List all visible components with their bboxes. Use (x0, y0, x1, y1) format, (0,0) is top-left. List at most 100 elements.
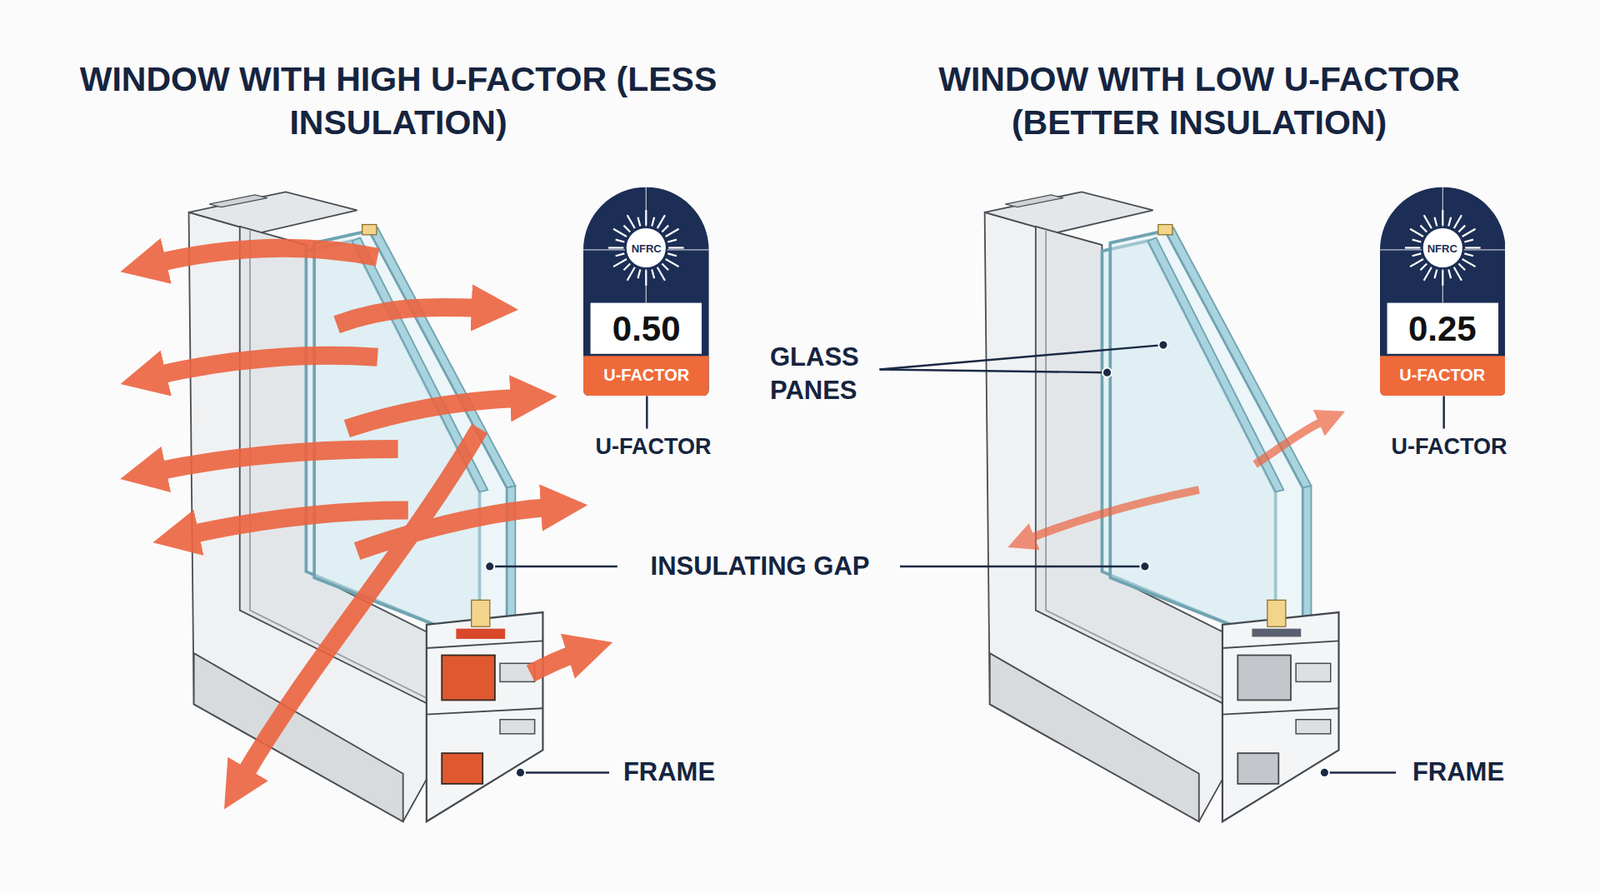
heat-arrow (155, 449, 398, 472)
heat-bridge (455, 629, 505, 640)
callout-label: FRAME (1375, 755, 1542, 790)
leader-dot (485, 561, 495, 571)
heat-arrow (155, 355, 378, 376)
badge-caption: U-FACTOR (1380, 366, 1506, 384)
sun-ray (1464, 240, 1474, 243)
heat-arrow (242, 429, 480, 779)
sun-ray (1458, 225, 1465, 233)
heat-loss-arrows (155, 247, 578, 778)
callout-label: FRAME (585, 755, 753, 790)
sun-ray (1434, 217, 1437, 227)
sun-ray (668, 254, 678, 257)
caption-band (583, 355, 710, 396)
sun-ray (624, 264, 631, 271)
sun-ray (1441, 210, 1444, 225)
heat-arrow (1028, 490, 1199, 540)
sun-ray (1423, 267, 1431, 281)
heat-arrow (189, 510, 409, 535)
nfrc-badge: NFRC 0.50U-FACTOR (583, 186, 710, 396)
sun-ray (662, 264, 670, 271)
nfrc-badge-shape (583, 186, 710, 396)
heat-arrow (1255, 420, 1325, 465)
sun-ray (1420, 225, 1427, 233)
sun-ray (662, 225, 670, 233)
sun-ray (1423, 215, 1431, 229)
frame-chamber (441, 655, 495, 701)
sun-ray (652, 270, 655, 280)
window-low-u (985, 191, 1340, 822)
frame-chamber (1237, 753, 1279, 785)
leader-line (880, 370, 1108, 374)
leader-line (1324, 771, 1396, 774)
callout-label: U-FACTOR (1357, 432, 1541, 462)
sun-ray (624, 225, 631, 233)
sun-ray (652, 217, 655, 227)
sun-ray (1461, 229, 1475, 237)
heat-arrow (346, 398, 520, 430)
sun-ray (638, 217, 641, 227)
sun-ray (1453, 267, 1461, 281)
heat-arrow (155, 247, 378, 264)
sun-ray (627, 267, 635, 281)
sun-ray (1453, 215, 1461, 229)
warm-edge-spacer (1251, 629, 1301, 638)
sun-ray (613, 259, 627, 267)
callout-label: INSULATING GAP (610, 550, 910, 584)
leader-dots (485, 340, 1330, 778)
sun-ray (1465, 246, 1480, 249)
badge-logo-text: NFRC (583, 242, 710, 254)
leader-dot (1320, 768, 1330, 778)
sun-ray (665, 259, 680, 267)
sun-ray (1411, 240, 1421, 243)
sun-ray (1461, 259, 1475, 267)
sun-ray (1420, 264, 1427, 271)
leader-lines (490, 345, 1445, 773)
u-factor-value: 0.50 (583, 311, 710, 347)
badge-logo-text: NFRC (1380, 242, 1506, 254)
nfrc-badge-shape (1380, 186, 1506, 396)
badge-body (1380, 187, 1506, 396)
callout-label: GLASS PANES (770, 340, 887, 407)
heading: WINDOW WITH HIGH U-FACTOR (LESS INSULATI… (65, 57, 732, 145)
badge-caption: U-FACTOR (583, 366, 710, 384)
leader-line (490, 565, 618, 568)
sun-ray (657, 215, 665, 229)
sun-ray (627, 215, 635, 229)
leader-dot (1102, 368, 1112, 378)
frame-chamber (1237, 655, 1291, 701)
heat-arrow (336, 307, 482, 325)
sun-ray (1410, 259, 1424, 267)
sun-ray (669, 246, 685, 249)
heading: WINDOW WITH LOW U-FACTOR (BETTER INSULAT… (865, 57, 1533, 145)
leader-line (880, 345, 1164, 370)
u-factor-value: 0.25 (1380, 311, 1506, 347)
leader-line (1442, 395, 1445, 429)
badge-body (583, 187, 710, 396)
sun-ray (615, 240, 625, 243)
leader-dot (515, 768, 525, 778)
callout-label: U-FACTOR (561, 432, 745, 462)
leader-line (520, 771, 610, 774)
sun-ray (1441, 270, 1444, 285)
leader-line (900, 565, 1145, 568)
leader-line (645, 395, 648, 429)
heat-loss-arrows (1028, 420, 1325, 540)
sun-ray (608, 246, 624, 249)
sun-ray (1434, 270, 1437, 280)
sun-ray (1410, 229, 1424, 237)
leader-dot (1140, 561, 1150, 571)
frame-chamber (441, 753, 483, 785)
caption-band (1380, 355, 1506, 396)
heat-arrow (530, 653, 578, 675)
sun-ray (613, 229, 627, 237)
sun-ray (1411, 254, 1421, 257)
sun-ray (665, 229, 680, 237)
sun-ray (1458, 264, 1465, 271)
leader-dot (1158, 340, 1168, 350)
sun-ray (1448, 217, 1451, 227)
sun-ray (638, 270, 641, 280)
sun-ray (1404, 246, 1420, 249)
sun-ray (1448, 270, 1451, 280)
sun-ray (645, 210, 648, 225)
